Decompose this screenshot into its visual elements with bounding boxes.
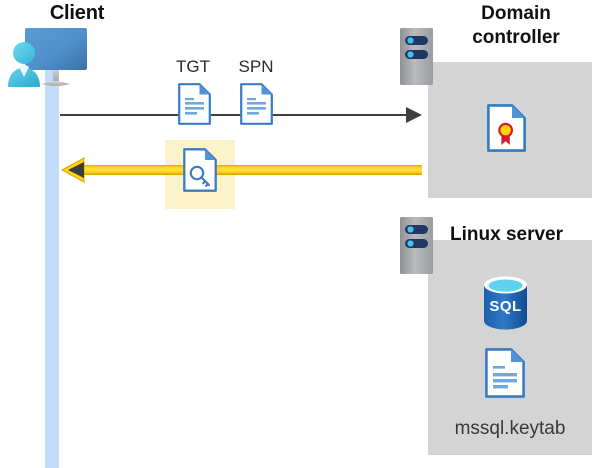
domain-controller-label-line2: controller [472,27,560,48]
request-arrow-right [60,103,422,127]
sql-database-icon: SQL [482,276,529,330]
keytab-filename-label: mssql.keytab [454,418,566,439]
spn-label: SPN [238,57,274,76]
linux-server-box [428,240,592,455]
linux-server-label: Linux server [450,224,563,245]
user-at-computer-icon [6,26,106,92]
key-document-icon [183,148,217,192]
domain-controller-server-rack-icon [400,28,433,85]
tgt-document-icon [178,83,211,125]
domain-controller-label-line1: Domain [481,3,551,24]
svg-text:SQL: SQL [489,298,521,315]
domain-controller-label: Domain controller [440,2,592,50]
linux-server-rack-icon [400,217,433,274]
client-label: Client [49,2,105,24]
spn-document-icon [240,83,273,125]
client-lifeline [45,62,59,468]
tgt-label: TGT [176,57,210,76]
keytab-document-icon [485,348,525,398]
response-arrow-left [60,156,422,184]
certificate-document-icon [487,104,526,152]
